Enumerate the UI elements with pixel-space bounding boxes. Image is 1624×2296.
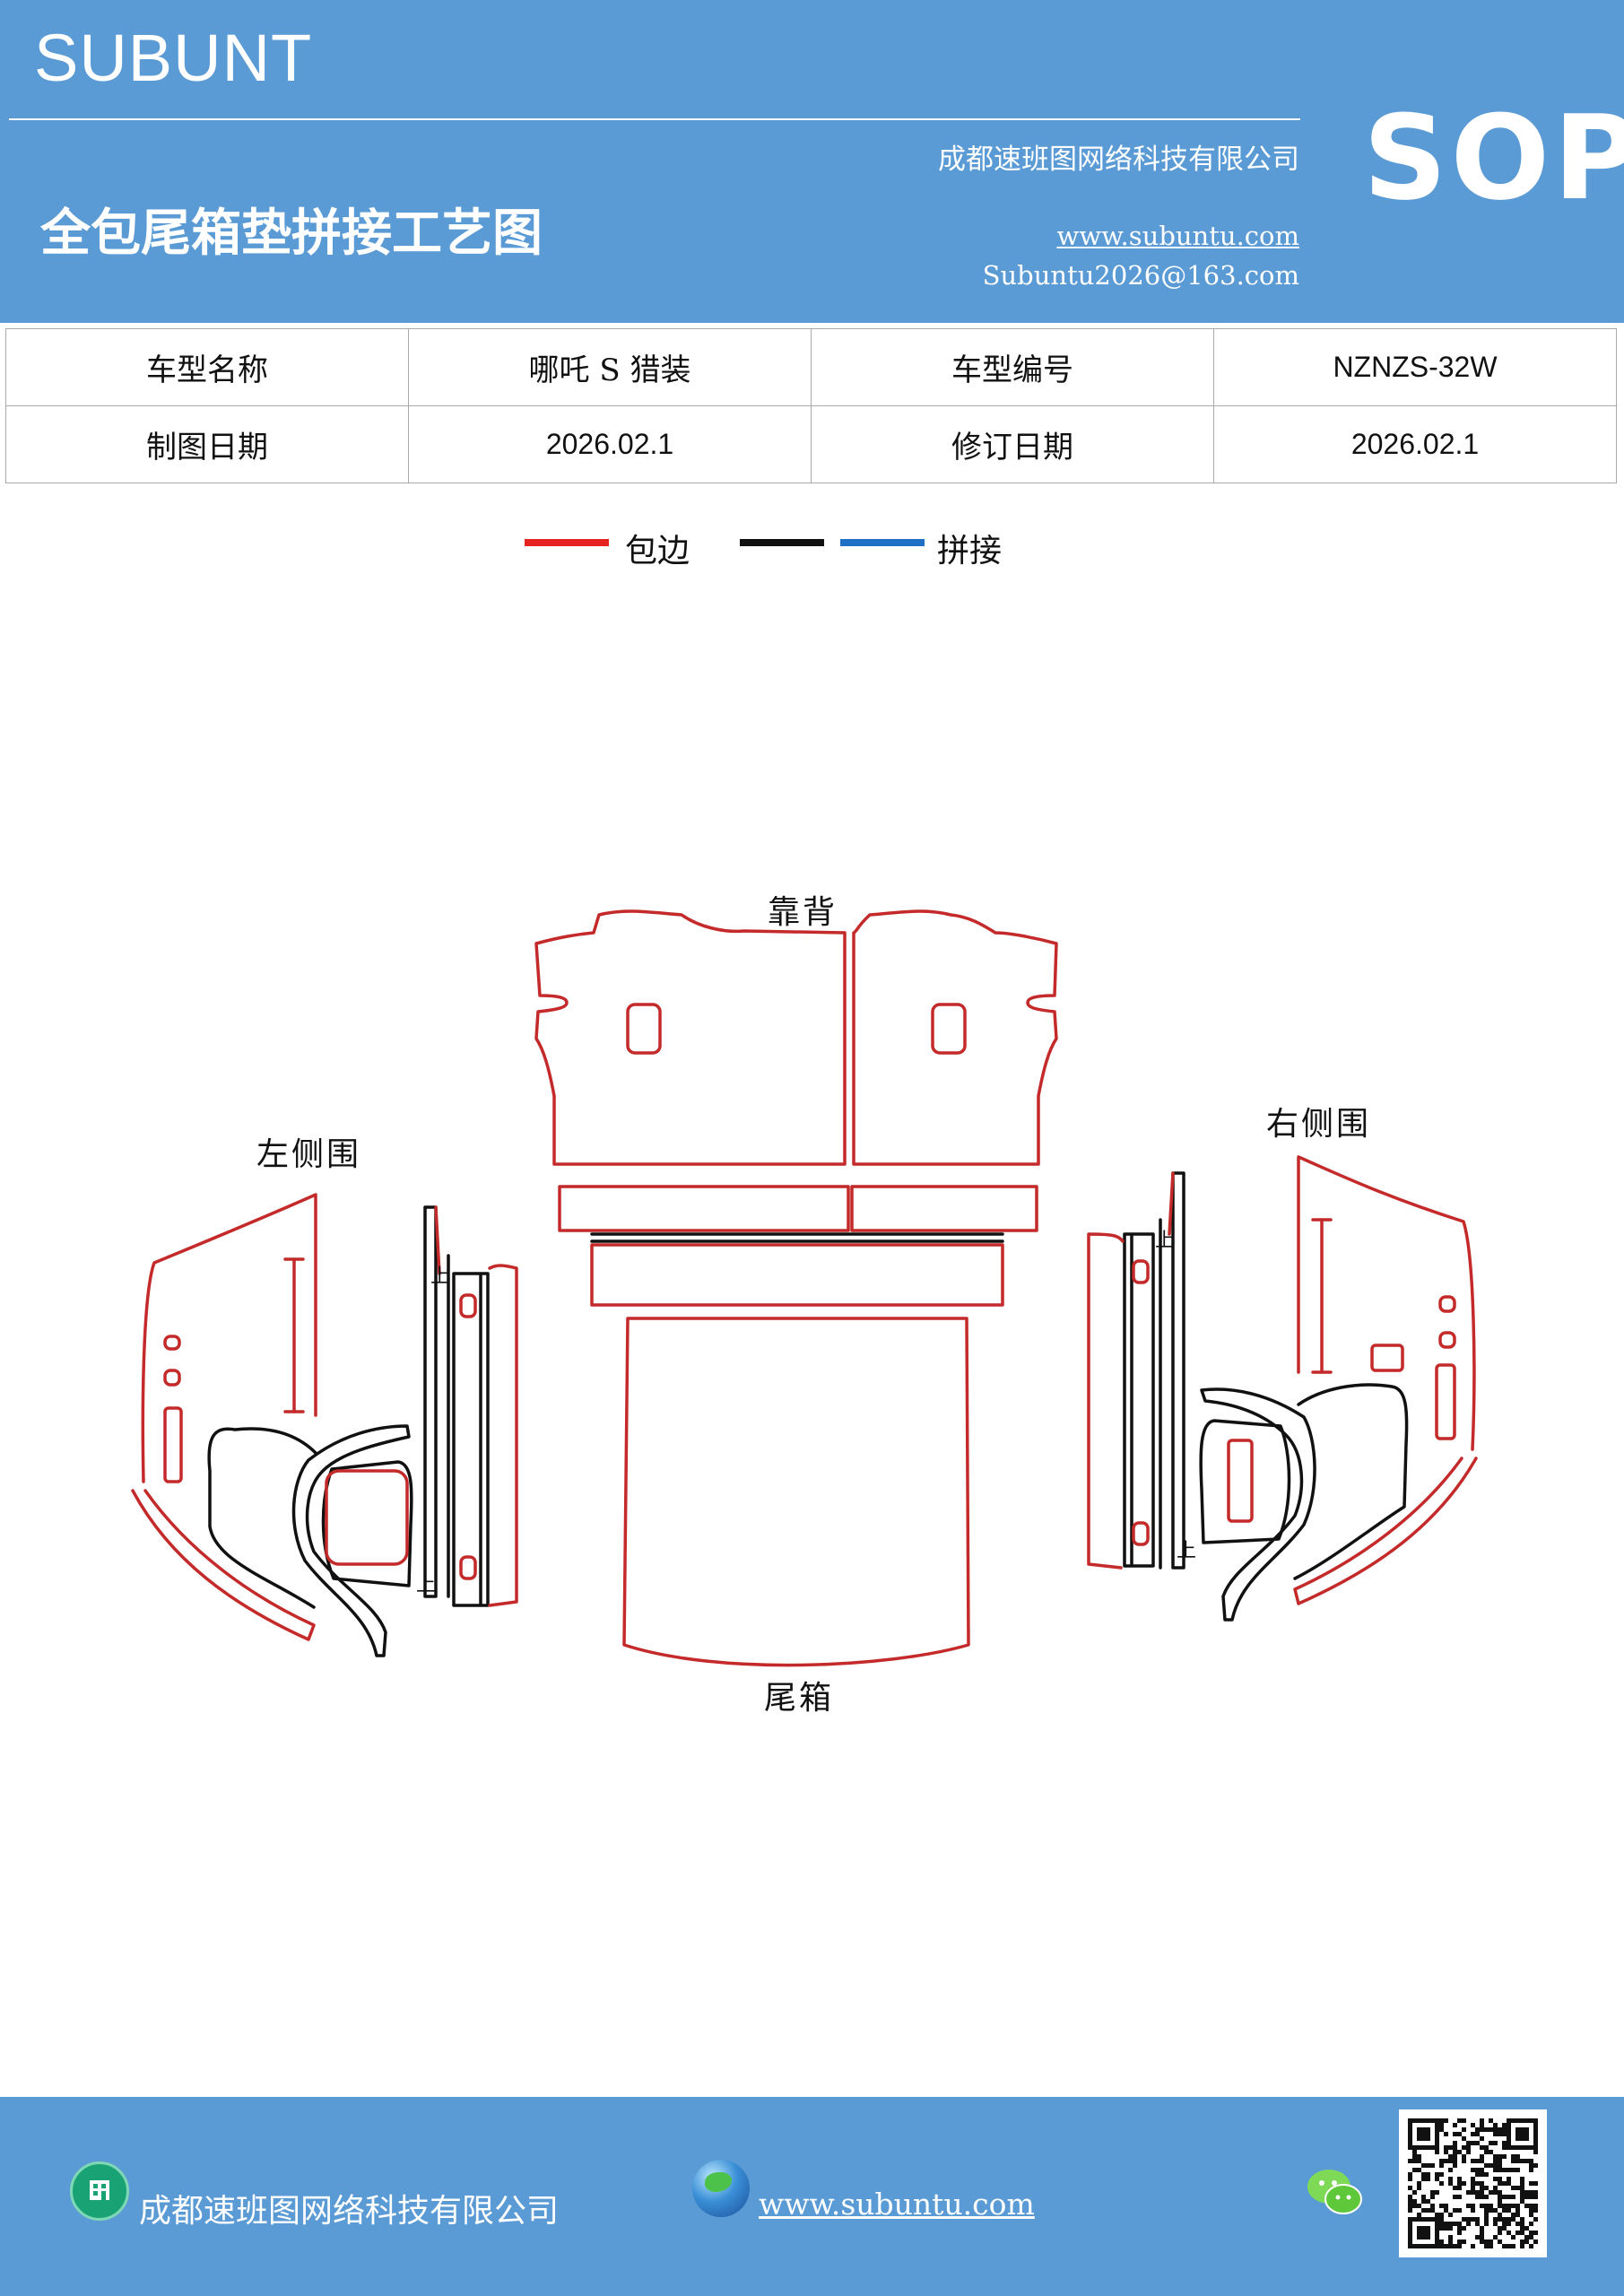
left-inner-window [321, 1460, 413, 1587]
backrest-right-slot [931, 1003, 967, 1055]
left-side-outer [141, 1193, 317, 1483]
model-code-label: 车型编号 [811, 328, 1214, 406]
draw-date-value: 2026.02.1 [408, 405, 812, 483]
revise-date-value: 2026.02.1 [1213, 405, 1617, 483]
legend-edge-swatch [525, 539, 609, 546]
qr-code [1399, 2109, 1547, 2257]
up-mark-left-bottom: 上 [416, 1574, 436, 1596]
up-mark-right-bottom: 上 [1177, 1540, 1196, 1562]
right-side-hole [1438, 1295, 1456, 1313]
document-title: 全包尾箱垫拼接工艺图 [40, 204, 543, 263]
left-pillar-edge [434, 1205, 518, 1607]
revise-date-label: 修订日期 [811, 405, 1214, 483]
trunk-top-strip [590, 1243, 1004, 1307]
right-side-group [1087, 1155, 1478, 1622]
header-company: 成都速班图网络科技有限公司 [938, 144, 1299, 176]
right-side-rect [1370, 1344, 1404, 1372]
left-side-slot [163, 1406, 183, 1483]
left-side-hole [163, 1335, 181, 1351]
left-side-hole [163, 1369, 181, 1387]
left-inner-piece [291, 1424, 411, 1657]
legend-seam-swatch [840, 539, 925, 546]
building-icon [70, 2161, 129, 2221]
right-pillar-hole [1132, 1259, 1150, 1284]
right-pillar-hole [1132, 1521, 1150, 1546]
right-inner-piece [1200, 1387, 1316, 1622]
right-wheel-arch [1293, 1383, 1409, 1580]
legend-black-swatch [740, 539, 824, 546]
backrest-label: 靠背 [768, 894, 838, 931]
right-inner-window [1199, 1419, 1291, 1544]
right-side-slot [1435, 1363, 1456, 1440]
right-side-outer [1297, 1155, 1476, 1451]
draw-date-label: 制图日期 [5, 405, 409, 483]
table-row: 制图日期 2026.02.1 修订日期 2026.02.1 [5, 405, 1617, 483]
wechat-icon[interactable] [1304, 2165, 1367, 2219]
brand-name: SUBUNT [34, 21, 313, 95]
table-row: 车型名称 哪吒 S 猎装 车型编号 NZNZS-32W [5, 328, 1617, 406]
right-side-label: 右侧围 [1266, 1106, 1372, 1143]
sop-badge: SOP [1363, 90, 1624, 226]
header-email[interactable]: Subuntu2026@163.com [982, 260, 1299, 291]
trunk-floor-panel [622, 1317, 970, 1667]
legend-seam-label: 拼接 [937, 533, 1003, 570]
model-name-value: 哪吒 S 猎装 [408, 328, 812, 406]
middle-strip-right [850, 1185, 1038, 1232]
right-pillar [1123, 1171, 1185, 1570]
backrest-right-panel [852, 909, 1058, 1166]
footer-website-link[interactable]: www.subuntu.com [759, 2187, 1035, 2222]
model-code-value: NZNZS-32W [1213, 328, 1617, 406]
trunk-label: 尾箱 [764, 1680, 835, 1717]
footer-company: 成都速班图网络科技有限公司 [139, 2193, 560, 2230]
vehicle-info-table: 车型名称 哪吒 S 猎装 车型编号 NZNZS-32W 制图日期 2026.02… [5, 328, 1617, 483]
right-inner-slot [1227, 1439, 1254, 1523]
legend-edge-label: 包边 [625, 533, 690, 570]
backrest-left-slot [626, 1003, 662, 1055]
header-website-link[interactable]: www.subuntu.com [1056, 221, 1299, 251]
left-pillar [423, 1205, 490, 1607]
footer-band: 成都速班图网络科技有限公司 www.subuntu.com [0, 2097, 1624, 2296]
left-pillar-hole [459, 1293, 477, 1318]
middle-strip-left [558, 1185, 850, 1232]
legend: 包边 拼接 [525, 525, 1063, 570]
up-mark-left-top: 上 [430, 1265, 450, 1288]
right-side-hole [1438, 1331, 1456, 1349]
right-pillar-edge [1087, 1171, 1175, 1570]
model-name-label: 车型名称 [5, 328, 409, 406]
header-band: SUBUNT 成都速班图网络科技有限公司 全包尾箱垫拼接工艺图 www.subu… [0, 0, 1624, 323]
left-wheel-arch [207, 1427, 317, 1609]
up-mark-right-top: 上 [1155, 1230, 1175, 1252]
left-pillar-hole [459, 1555, 477, 1580]
left-side-bottom [131, 1489, 316, 1641]
right-side-bottom [1293, 1457, 1478, 1605]
left-side-label: 左侧围 [256, 1136, 362, 1173]
backrest-left-panel [534, 909, 847, 1166]
globe-icon [692, 2160, 750, 2217]
left-inner-window-edge [325, 1469, 409, 1566]
header-divider [9, 118, 1300, 120]
